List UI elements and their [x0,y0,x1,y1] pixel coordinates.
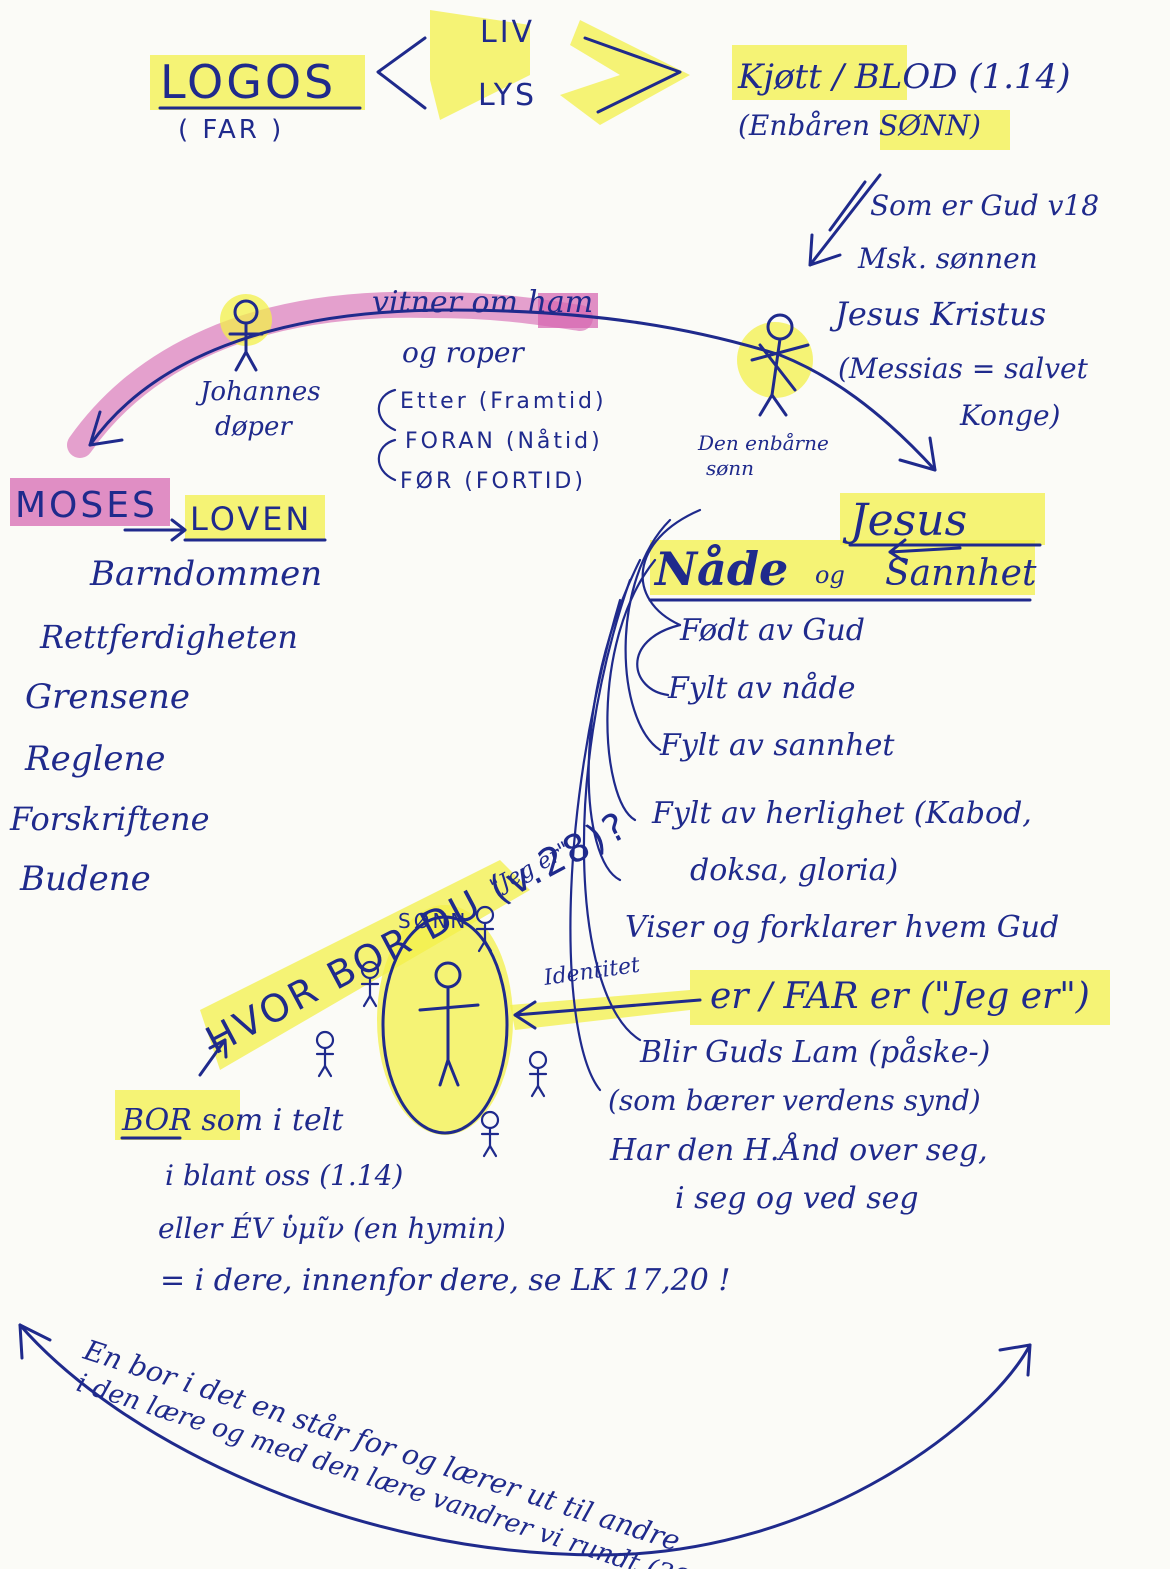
down-arrow [808,173,882,267]
highlight-bor [115,1090,240,1140]
highlight-jesus [840,493,1045,545]
highlight-arc-pink [67,291,593,458]
highlight-logos [150,55,365,110]
branch-5a-label: Viser og forklarer hvem Gud [625,910,1059,945]
sannhet-label: Sannhet [885,553,1037,594]
central-figure-icon [418,961,480,1087]
left-chevron [376,36,427,110]
branch-7-arrow [569,598,622,1092]
doper-label: døper [215,412,293,442]
highlight-oval [377,905,513,1135]
highlight-sonn [880,110,1010,150]
highlight-om [538,293,598,328]
arc-line1: En bor i det en står for og lærer ut til… [79,1333,684,1558]
people-icons [315,905,548,1158]
branch-7a-label: Har den H.Ånd over seg, [609,1132,988,1168]
left-item-4: Reglene [24,739,166,779]
highlight-far [690,970,1110,1025]
right-chevron [583,36,682,114]
moses-label: MOSES [15,485,158,526]
highlight-kjott [732,45,907,100]
enbaren-label: (Enbåren SØNN) [738,109,981,142]
branch-6b-label: (som bærer verdens synd) [608,1084,981,1117]
branch-4a-label: Fylt av herlighet (Kabod, [651,796,1032,831]
branch-5b-label: er / FAR er ("Jeg er") [710,976,1090,1017]
for-label: FØR (FORTID) [400,469,586,494]
left-item-6: Budene [19,859,151,899]
oval-tent [381,915,509,1135]
bor-line1: BOR som i telt [121,1103,344,1138]
branch-1-label: Født av Gud [679,613,865,648]
branch-6-arrow [582,578,642,1042]
far-label: ( FAR ) [178,115,284,145]
highlight-identitet-arrow [510,990,690,1030]
branch-3-arrow [624,518,672,752]
bor-line4: = i dere, innenfor dere, se LK 17,20 ! [160,1263,730,1298]
etter-label: Etter (Framtid) [400,389,607,414]
foran-label: FORAN (Nåtid) [405,428,603,454]
branch-2-label: Fylt av nåde [667,671,856,706]
highlight-nade [650,540,1035,595]
jesus-figure-icon [750,313,810,417]
moses-arrow [123,518,187,542]
right-line1: Som er Gud v18 [870,189,1099,222]
lys-label: LYS [478,78,537,113]
jesus-arrow [888,538,962,564]
right-line3: Jesus Kristus [829,295,1046,333]
nade-label: Nåde [653,542,788,596]
vitner-label: vitner om ham [372,285,593,320]
enbarne-label: Den enbårne [697,431,829,455]
bottom-arc-right-arrowhead [998,1343,1032,1377]
branch-2-arrow [636,623,682,697]
branch-4-arrow [606,558,657,822]
highlight-loven [185,495,325,540]
branch-6a-label: Blir Guds Lam (påske-) [639,1035,990,1070]
enbarne-sonn-label: sønn [706,456,754,480]
liv-label: LIV [480,15,535,50]
roper-label: og roper [402,336,525,369]
jesus-label: Jesus [842,495,967,546]
hvor-bor-arrow [198,1038,228,1077]
highlight-moses [10,478,170,526]
left-item-5: Forskriftene [9,800,210,838]
johannes-figure-icon [228,299,264,372]
left-item-3: Grensene [25,677,190,717]
right-line4: (Messias = salvet [838,352,1089,385]
identitet-label: Identitet [541,953,641,991]
time-brackets [377,388,397,482]
branch-1-arrow [641,508,702,627]
sonn-label: SØNN [398,909,468,933]
logos-label: LOGOS [160,55,336,109]
right-line2: Msk. sønnen [857,242,1038,275]
right-line5: Konge) [959,399,1060,432]
og-label: og [815,561,845,589]
highlight-liv-lys [430,10,530,120]
left-item-1: Barndommen [89,554,322,594]
identitet-arrow [513,998,702,1030]
branch-4b-label: doksa, gloria) [690,853,898,888]
kjott-label: Kjøtt / BLOD (1.14) [737,57,1071,97]
arc-vitner-arrowhead [898,436,937,472]
highlight-jesus-figure [737,322,813,398]
bor-line2: i blant oss (1.14) [165,1159,403,1192]
bor-line3: eller ÉV ὑμῖν (en hymin) [158,1212,506,1245]
arc-vitner-left-arrowhead [88,410,124,447]
bottom-arc [18,1323,1032,1557]
branch-7b-label: i seg og ved seg [675,1181,919,1216]
johannes-label: Johannes [195,377,321,407]
down-arrow-double [828,180,867,232]
highlight-chevron [560,20,690,125]
arc-vitner [88,308,937,472]
bottom-arc-left-arrowhead [18,1323,52,1360]
branch-3-label: Fylt av sannhet [659,728,895,763]
loven-label: LOVEN [190,500,312,538]
left-item-2: Rettferdigheten [39,618,298,656]
